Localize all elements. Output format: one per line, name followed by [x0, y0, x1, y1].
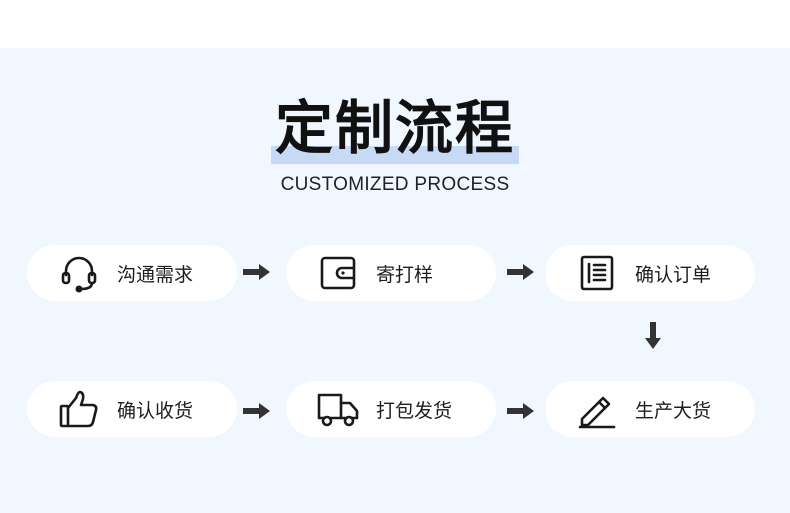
top-band	[0, 0, 790, 48]
step-mass-production: 生产大货	[545, 381, 755, 437]
arrow-right-icon	[507, 262, 535, 282]
arrow-right-icon	[507, 401, 535, 421]
wallet-icon	[316, 251, 360, 295]
step-send-sample: 寄打样	[286, 245, 496, 301]
arrow-right-icon	[243, 262, 271, 282]
step-confirm-order: 确认订单	[545, 245, 755, 301]
step-label: 沟通需求	[117, 263, 194, 286]
thumbs-up-icon	[57, 387, 101, 431]
step-label: 打包发货	[376, 399, 453, 422]
document-icon	[575, 251, 619, 295]
step-confirm-receipt: 确认收货	[27, 381, 237, 437]
truck-icon	[316, 387, 360, 431]
step-pack-ship: 打包发货	[286, 381, 496, 437]
step-label: 确认收货	[117, 399, 194, 422]
arrow-down-icon	[643, 322, 663, 350]
title-block: 定制流程	[0, 92, 790, 164]
page-title: 定制流程	[270, 92, 519, 164]
step-label: 生产大货	[635, 399, 712, 422]
headset-icon	[57, 251, 101, 295]
title-text: 定制流程	[274, 94, 515, 162]
arrow-right-icon	[243, 401, 271, 421]
step-communicate-needs: 沟通需求	[27, 245, 237, 301]
title-highlight	[270, 146, 519, 164]
step-label: 寄打样	[376, 263, 434, 286]
step-label: 确认订单	[635, 263, 712, 286]
page-subtitle: CUSTOMIZED PROCESS	[280, 174, 510, 195]
pencil-icon	[575, 387, 619, 431]
